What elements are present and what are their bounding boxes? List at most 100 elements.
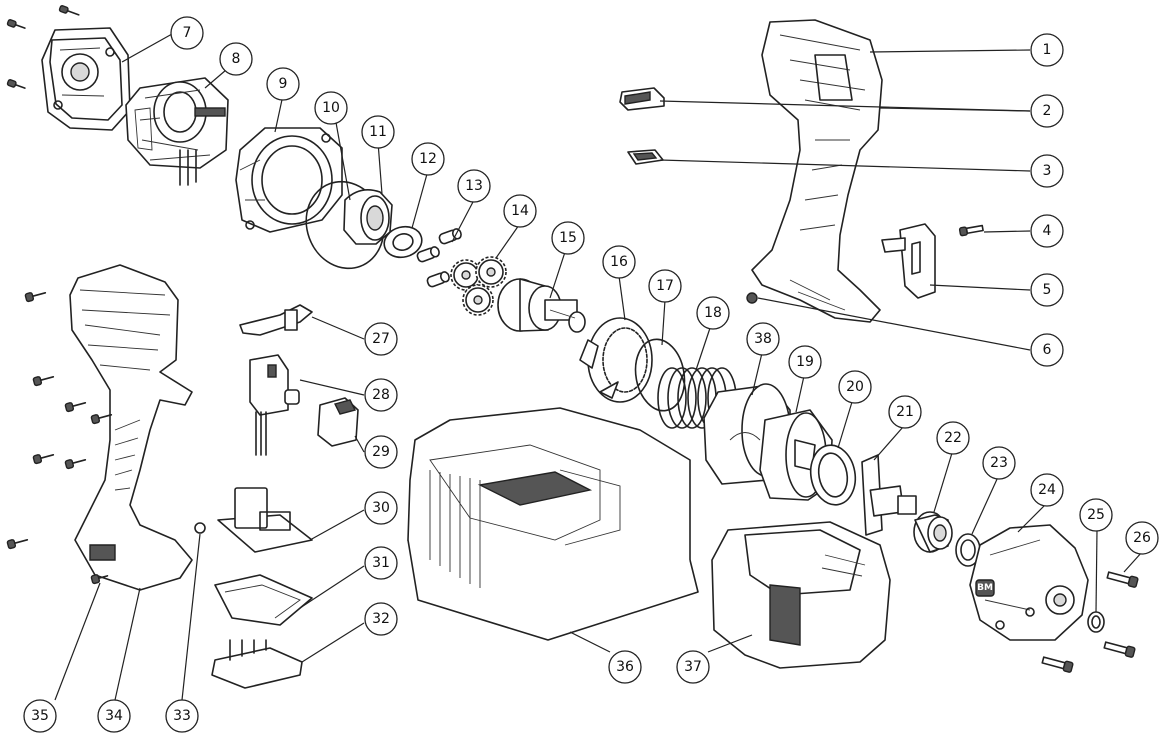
- part-5-belt-clip: [881, 223, 936, 299]
- part-26-nose-screws: [1041, 571, 1139, 673]
- callout-label-34: 34: [105, 708, 123, 724]
- callout-31: 31: [364, 546, 398, 580]
- callout-33: 33: [165, 699, 199, 733]
- part-37-battery: [711, 521, 891, 669]
- callout-25: 25: [1079, 498, 1113, 532]
- callout-28: 28: [364, 378, 398, 412]
- callout-label-9: 9: [279, 76, 288, 92]
- callout-label-29: 29: [372, 444, 390, 460]
- callout-7: 7: [170, 16, 204, 50]
- callout-37: 37: [676, 650, 710, 684]
- callout-label-10: 10: [322, 100, 340, 116]
- part-33-led: [194, 522, 206, 534]
- part-3-plate: [627, 149, 664, 165]
- callout-label-31: 31: [372, 555, 390, 571]
- callout-label-21: 21: [896, 404, 914, 420]
- callout-label-2: 2: [1043, 103, 1052, 119]
- callout-36: 36: [608, 650, 642, 684]
- callout-22: 22: [936, 421, 970, 455]
- callout-label-17: 17: [656, 278, 674, 294]
- callout-label-1: 1: [1043, 42, 1052, 58]
- part-24-nose-housing: BM: [969, 524, 1089, 641]
- callout-label-8: 8: [232, 51, 241, 67]
- part-36-charger: [407, 407, 699, 641]
- callout-11: 11: [361, 115, 395, 149]
- callout-19: 19: [788, 345, 822, 379]
- callout-label-12: 12: [419, 151, 437, 167]
- callout-17: 17: [648, 269, 682, 303]
- callout-label-15: 15: [559, 230, 577, 246]
- callout-label-24: 24: [1038, 482, 1056, 498]
- callout-26: 26: [1125, 521, 1159, 555]
- callout-5: 5: [1030, 273, 1064, 307]
- callout-label-35: 35: [31, 708, 49, 724]
- callout-label-16: 16: [610, 254, 628, 270]
- callout-label-20: 20: [846, 379, 864, 395]
- part-16-ring-gear: [579, 317, 653, 403]
- callout-label-27: 27: [372, 331, 390, 347]
- part-14-planet-gears: [450, 256, 507, 316]
- callout-6: 6: [1030, 333, 1064, 367]
- part-22-bushing: [913, 511, 953, 553]
- callout-24: 24: [1030, 473, 1064, 507]
- callout-15: 15: [551, 221, 585, 255]
- callout-label-13: 13: [465, 178, 483, 194]
- callout-label-28: 28: [372, 387, 390, 403]
- callout-3: 3: [1030, 154, 1064, 188]
- part-23-ring: [955, 533, 981, 567]
- callout-label-30: 30: [372, 500, 390, 516]
- part-11-bearing: [343, 189, 393, 245]
- callout-label-6: 6: [1043, 342, 1052, 358]
- leader-lines: [54, 33, 1143, 701]
- left-housing-screws: [6, 292, 113, 585]
- callout-10: 10: [314, 91, 348, 125]
- callout-30: 30: [364, 491, 398, 525]
- part-31-terminal-cover: [214, 574, 313, 626]
- callout-1: 1: [1030, 33, 1064, 67]
- callout-4: 4: [1030, 214, 1064, 248]
- callout-18: 18: [696, 296, 730, 330]
- part-25-small-ring: [1087, 611, 1105, 633]
- callout-label-5: 5: [1043, 282, 1052, 298]
- callout-label-37: 37: [684, 659, 702, 675]
- part-4-screw: [958, 224, 984, 237]
- callout-13: 13: [457, 169, 491, 203]
- part-29-trigger: [317, 397, 359, 447]
- part-2-clip: [619, 87, 665, 111]
- part-32-terminal-block: [211, 639, 303, 689]
- part-1-right-housing: [751, 19, 883, 323]
- callout-14: 14: [503, 194, 537, 228]
- part-8-motor: [125, 77, 229, 186]
- callout-38: 38: [746, 322, 780, 356]
- callout-label-25: 25: [1087, 507, 1105, 523]
- callout-32: 32: [364, 602, 398, 636]
- callout-12: 12: [411, 142, 445, 176]
- part-7-rear-cap: [41, 27, 131, 131]
- callout-label-36: 36: [616, 659, 634, 675]
- part-20-o-ring: [809, 444, 857, 506]
- callout-27: 27: [364, 322, 398, 356]
- callout-8: 8: [219, 42, 253, 76]
- callout-label-22: 22: [944, 430, 962, 446]
- callout-label-32: 32: [372, 611, 390, 627]
- callout-label-4: 4: [1043, 223, 1052, 239]
- part-9-gear-housing: [235, 127, 343, 233]
- callout-label-7: 7: [183, 25, 192, 41]
- callout-label-11: 11: [369, 124, 387, 140]
- callout-35: 35: [23, 699, 57, 733]
- part-21-anvil: [861, 454, 917, 536]
- callout-20: 20: [838, 370, 872, 404]
- part-17-snap-ring: [634, 338, 686, 412]
- callout-23: 23: [982, 446, 1016, 480]
- part-28-switch: [249, 354, 300, 456]
- callout-21: 21: [888, 395, 922, 429]
- callout-29: 29: [364, 435, 398, 469]
- callout-label-14: 14: [511, 203, 529, 219]
- callout-2: 2: [1030, 94, 1064, 128]
- part-6-nut: [746, 292, 758, 304]
- callout-label-23: 23: [990, 455, 1008, 471]
- left-housing-half: [69, 264, 193, 591]
- nose-logo: BM: [977, 583, 993, 593]
- callout-16: 16: [602, 245, 636, 279]
